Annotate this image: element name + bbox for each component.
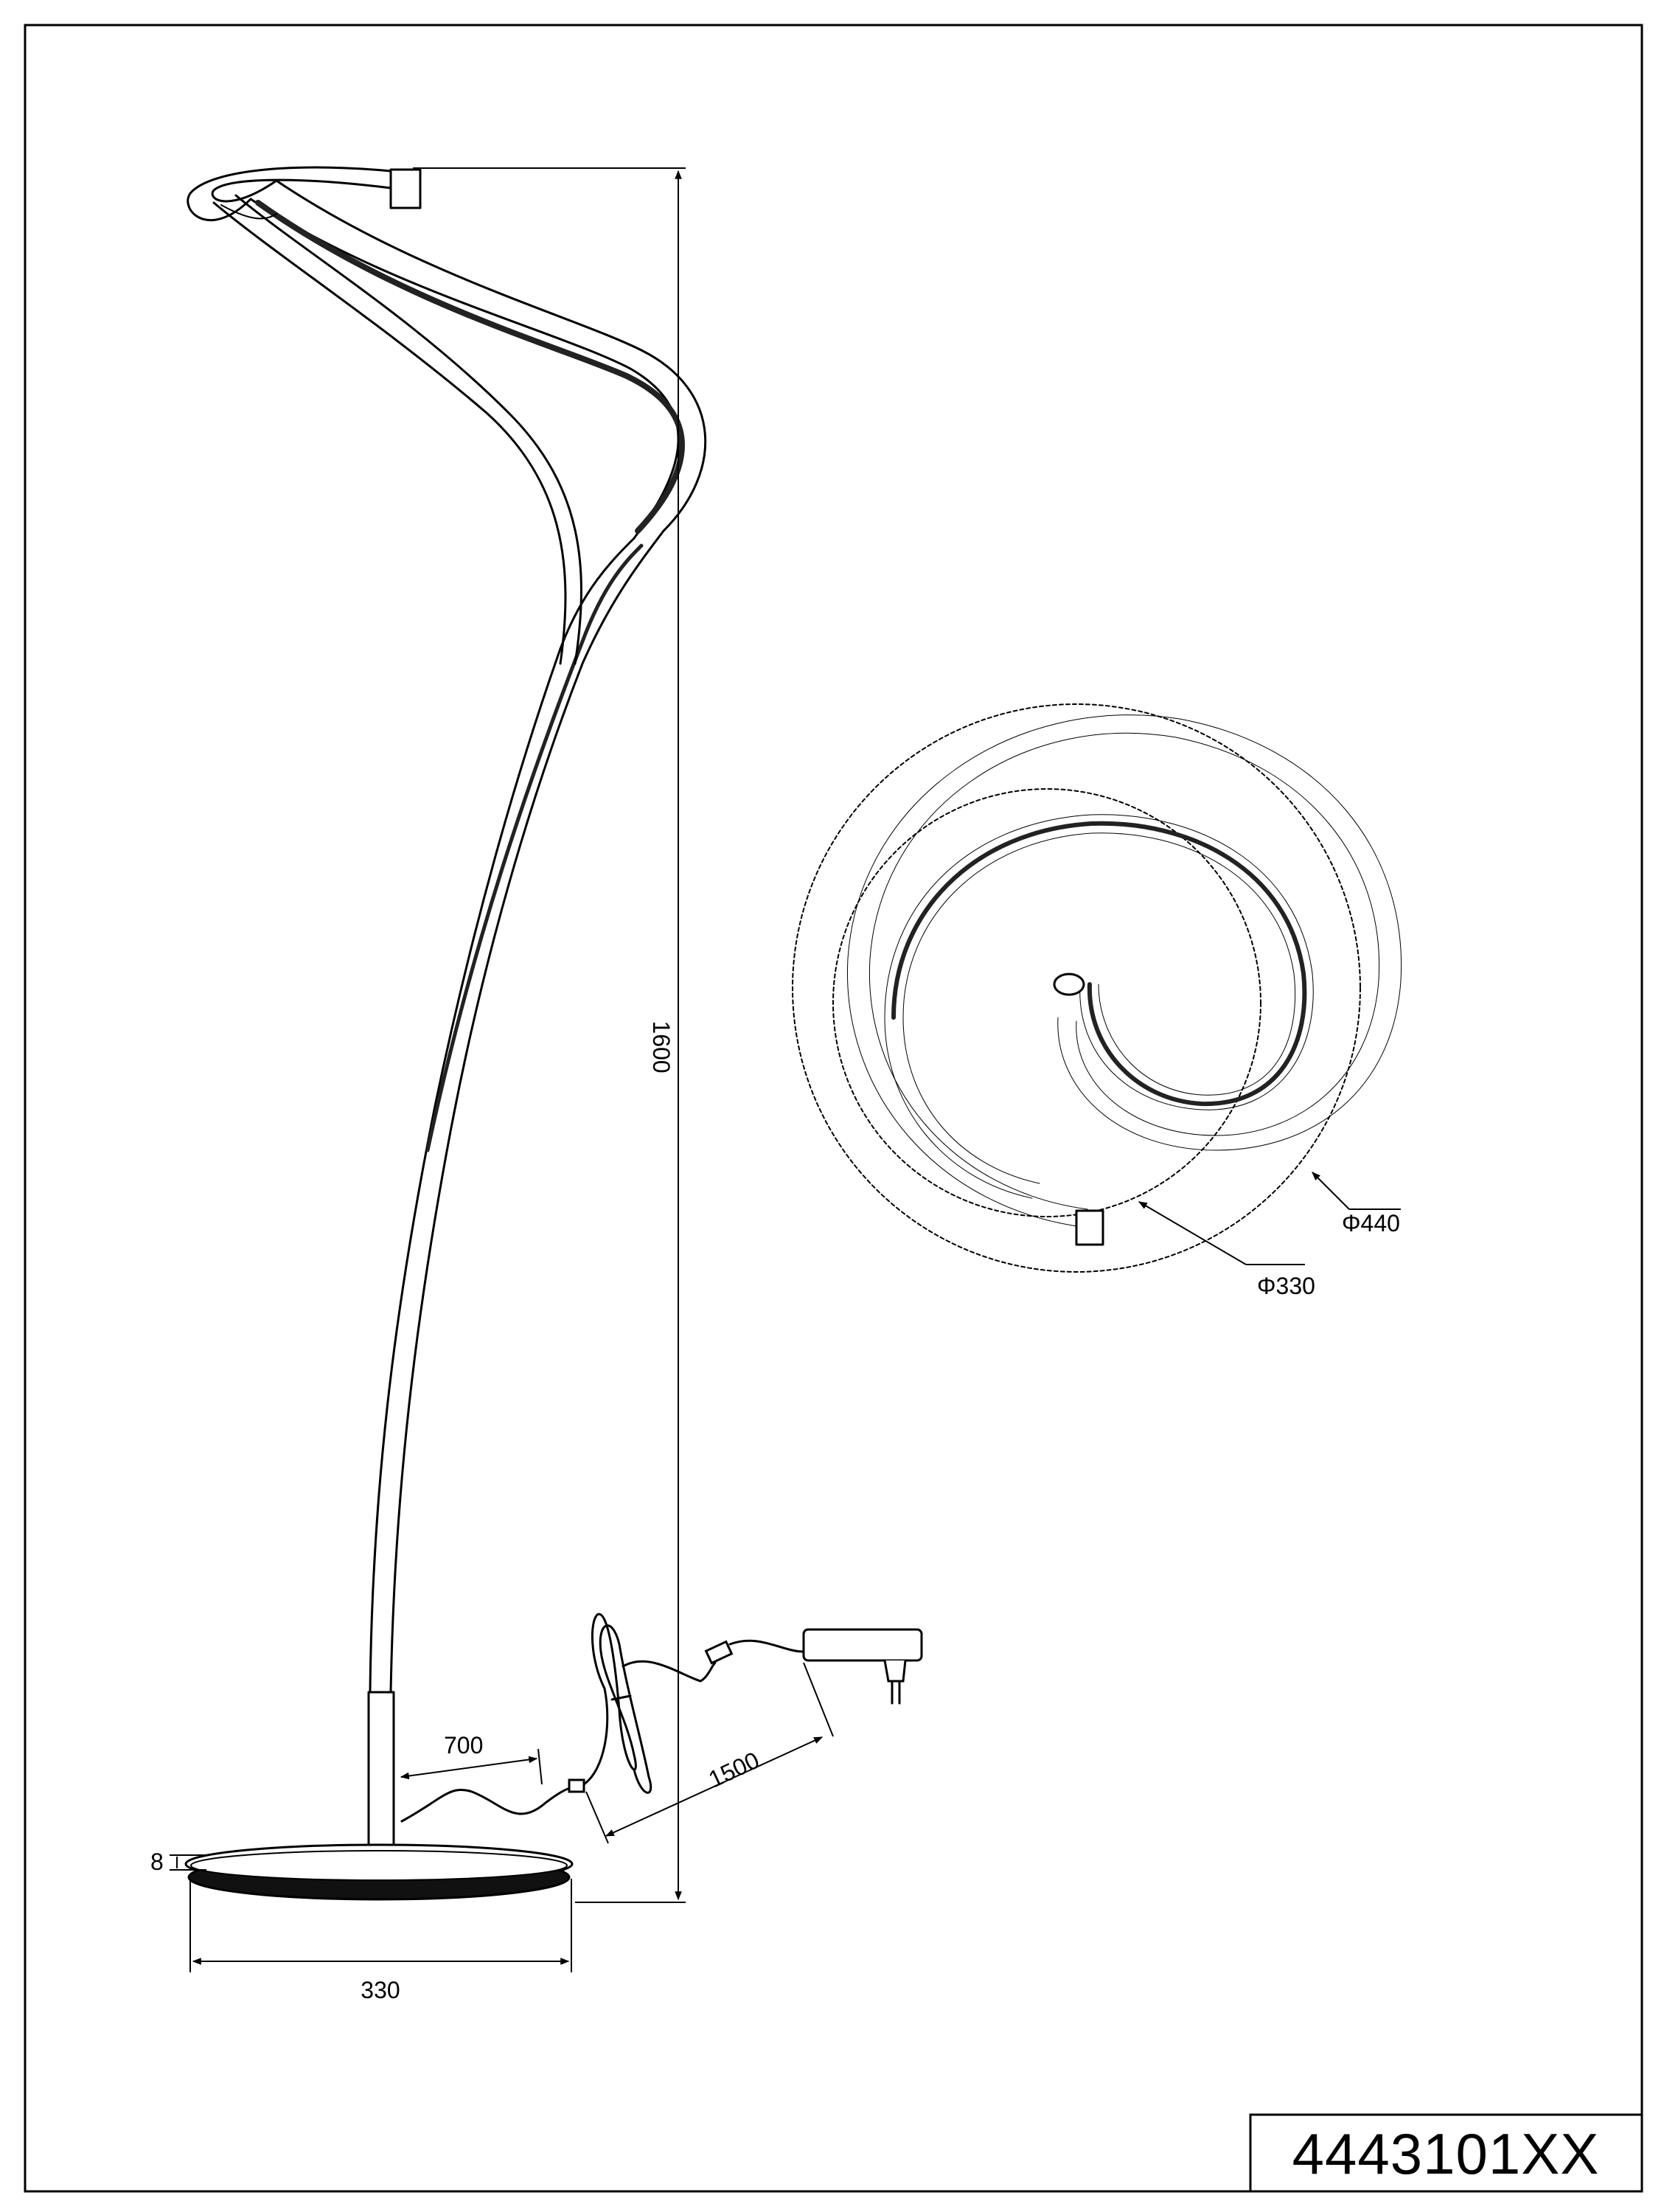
power-adapter bbox=[802, 1628, 923, 1662]
ribbon-stem-right bbox=[389, 529, 665, 1694]
inline-switch bbox=[568, 1778, 585, 1793]
cable-coil bbox=[591, 1613, 652, 1794]
top-view-leaders bbox=[1138, 1172, 1401, 1265]
dimension-lines bbox=[170, 167, 834, 1972]
outer-diameter-label: Φ440 bbox=[1342, 1210, 1400, 1237]
inner-diameter-circle bbox=[832, 788, 1261, 1217]
power-cable-assembly bbox=[400, 1613, 923, 1823]
ribbon-end-cap-top bbox=[389, 168, 422, 209]
cable-coil-to-connector bbox=[622, 1660, 717, 1683]
spiral-inner-edge bbox=[884, 814, 1314, 1199]
lamp-base-top-face bbox=[190, 1850, 568, 1881]
power-adapter-plug bbox=[883, 1659, 907, 1683]
cable-coil-tie bbox=[610, 1694, 632, 1701]
cable1500-dimension-line bbox=[605, 1736, 824, 1837]
ribbon-upper-front bbox=[249, 198, 680, 540]
product-code: 4443101XX bbox=[1292, 2121, 1600, 2186]
spiral-centre-tip bbox=[1053, 973, 1085, 996]
base-width-label: 330 bbox=[361, 1977, 400, 2003]
height-label: 1600 bbox=[648, 1020, 675, 1073]
ribbon-crossover bbox=[212, 201, 567, 665]
cable-connector bbox=[704, 1640, 734, 1665]
ribbon-crossover-2 bbox=[234, 194, 582, 665]
product-code-box bbox=[1249, 2113, 1643, 2193]
cable-switch-to-coil bbox=[582, 1687, 609, 1786]
spiral-outer-edge bbox=[846, 714, 1402, 1228]
ribbon-upper-back bbox=[275, 179, 707, 532]
cable-to-adapter bbox=[728, 1639, 805, 1653]
spiral-outer-edge-2 bbox=[868, 732, 1380, 1210]
cable700-label: 700 bbox=[444, 1732, 483, 1759]
spiral-inner-shade bbox=[891, 821, 1307, 1107]
page-frame bbox=[24, 24, 1643, 2193]
inner-diameter-leader bbox=[1138, 1201, 1247, 1265]
cable1500-label: 1500 bbox=[704, 1747, 763, 1793]
cable1500-extension-right bbox=[803, 1662, 834, 1737]
ribbon-inner-shade-2 bbox=[425, 543, 644, 1152]
cable700-dimension-line bbox=[400, 1756, 538, 1780]
spiral-inner-edge-2 bbox=[902, 832, 1296, 1184]
lamp-top-view bbox=[792, 703, 1402, 1273]
inner-diameter-label: Φ330 bbox=[1257, 1273, 1315, 1299]
lamp-stem-sleeve bbox=[367, 1691, 395, 1860]
base-thickness-label: 8 bbox=[150, 1848, 164, 1875]
spiral-end-cap bbox=[1075, 1209, 1104, 1246]
outer-diameter-circle bbox=[792, 703, 1361, 1273]
cable1500-extension-left bbox=[585, 1791, 609, 1844]
ribbon-top-hook-mid bbox=[220, 204, 277, 220]
lamp-side-view bbox=[184, 166, 707, 1901]
outer-diameter-leader bbox=[1312, 1172, 1350, 1210]
ribbon-stem-left bbox=[369, 537, 636, 1694]
cable-base-to-switch bbox=[400, 1787, 573, 1823]
ribbon-inner-shade-1 bbox=[255, 200, 685, 534]
ribbon-top-hook-outer bbox=[187, 166, 392, 222]
ribbon-top-hook-inner bbox=[211, 178, 392, 203]
cable700-extension bbox=[537, 1748, 543, 1785]
